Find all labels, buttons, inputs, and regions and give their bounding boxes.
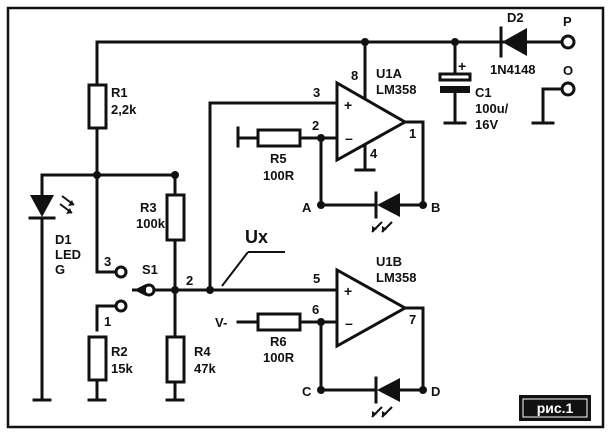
u1a-part: LM358 (376, 82, 416, 97)
r5-value: 100R (263, 168, 295, 183)
ux-net (208, 101, 339, 292)
s1-pin1: 1 (104, 314, 111, 329)
d1-type: LED (55, 247, 81, 262)
d1-color: G (55, 262, 65, 277)
terminal-b: B (431, 200, 440, 215)
r5-ref: R5 (270, 151, 287, 166)
s1-pin3: 3 (104, 254, 111, 269)
u1a-minus: – (345, 130, 353, 146)
r6-value: 100R (263, 350, 295, 365)
r2-value: 15k (111, 361, 133, 376)
u1a-plus: + (344, 97, 352, 113)
u1b-minus: – (345, 315, 353, 331)
node-d (419, 386, 427, 394)
d2-diode (499, 26, 576, 58)
u1a-pin2: 2 (312, 118, 319, 133)
supply-rail (95, 38, 507, 46)
s1-pin2: 2 (186, 273, 193, 288)
terminal-v-minus: V- (215, 315, 227, 330)
u1a-pin4: 4 (370, 146, 378, 161)
d1-led (28, 173, 75, 402)
r1-resistor (87, 40, 108, 177)
r1-value: 2,2k (111, 102, 137, 117)
r3-ref: R3 (140, 200, 157, 215)
r3-value: 100k (136, 216, 166, 231)
s1-switch (95, 265, 212, 332)
u1a-pin8: 8 (351, 68, 358, 83)
u1b-opamp (298, 267, 425, 392)
node-b (419, 201, 427, 209)
u1a-opamp (298, 40, 425, 207)
led-cd (371, 376, 425, 418)
figure-label: рис.1 (537, 400, 574, 416)
c1-value-2: 16V (475, 117, 498, 132)
r3-resistor (165, 173, 186, 292)
u1b-pin7: 7 (409, 312, 416, 327)
u1a-pin3: 3 (313, 85, 320, 100)
u1a-pin1: 1 (409, 126, 416, 141)
u1b-ref: U1B (376, 254, 402, 269)
u1b-pin5: 5 (313, 271, 320, 286)
u1a-ref: U1A (376, 66, 403, 81)
r5-resistor (236, 126, 302, 148)
r6-resistor (236, 312, 302, 332)
c1-ref: C1 (475, 85, 492, 100)
c1-capacitor (438, 40, 472, 125)
o-terminal (531, 81, 576, 125)
terminal-p: P (563, 14, 572, 29)
led-ab (371, 191, 425, 233)
terminal-o: O (563, 63, 573, 78)
u1b-part: LM358 (376, 270, 416, 285)
terminal-c: C (302, 384, 312, 399)
u1b-plus: + (344, 283, 352, 299)
r6-ref: R6 (270, 334, 287, 349)
r4-ref: R4 (194, 344, 211, 359)
ux-label: Ux (245, 227, 268, 247)
d1-ref: D1 (55, 232, 72, 247)
terminal-a: A (302, 200, 312, 215)
r2-resistor (87, 335, 108, 402)
r4-value: 47k (194, 361, 216, 376)
r2-ref: R2 (111, 344, 128, 359)
figure-label-badge: рис.1 (519, 395, 591, 421)
c1-plus: + (458, 58, 466, 74)
r4-resistor (165, 288, 186, 402)
u1b-pin6: 6 (312, 302, 319, 317)
s1-ref: S1 (142, 262, 158, 277)
r1-ref: R1 (111, 85, 128, 100)
frame-border (6, 6, 605, 429)
c1-value-1: 100u/ (475, 101, 509, 116)
d2-ref: D2 (507, 10, 524, 25)
d2-part: 1N4148 (490, 62, 536, 77)
terminal-d: D (431, 384, 440, 399)
